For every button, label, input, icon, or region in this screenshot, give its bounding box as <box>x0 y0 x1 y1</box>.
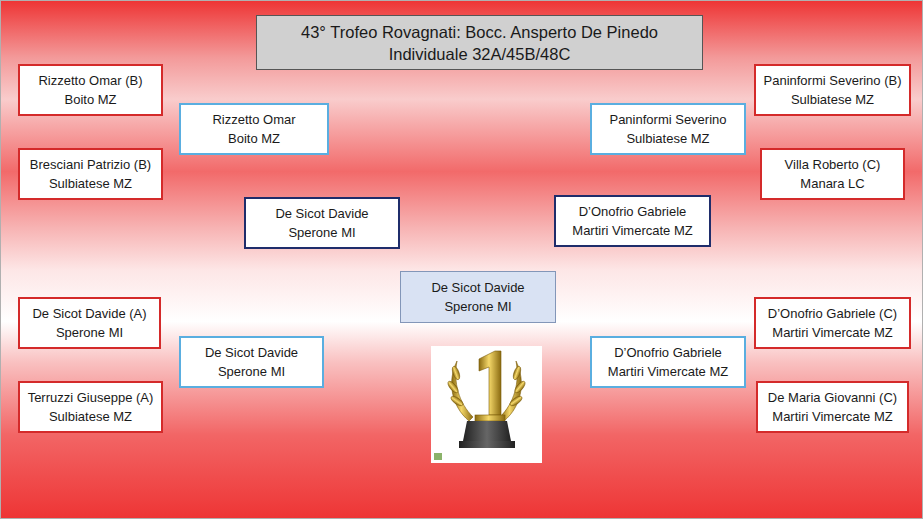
player-box: Villa Roberto (C)Manara LC <box>760 148 905 200</box>
player-name: De Maria Giovanni (C) <box>768 388 897 407</box>
club-name: Sulbiatese MZ <box>49 407 132 426</box>
player-name: Rizzetto Omar (B) <box>38 71 142 90</box>
club-name: Boito MZ <box>228 129 280 148</box>
title-text: 43° Trofeo Rovagnati: Bocc. Ansperto De … <box>297 21 662 65</box>
player-box: Paninformi Severino (B)Sulbiatese MZ <box>754 64 911 116</box>
player-name: D’Onofrio Gabriele <box>614 343 722 362</box>
player-name: De Sicot Davide <box>275 204 368 223</box>
player-name: Terruzzi Giuseppe (A) <box>28 388 154 407</box>
player-box: Terruzzi Giuseppe (A)Sulbiatese MZ <box>18 381 163 433</box>
club-name: Sperone MI <box>288 223 355 242</box>
semifinal-box: D’Onofrio GabrieleMartiri Vimercate MZ <box>554 195 711 247</box>
player-name: De Sicot Davide (A) <box>32 304 146 323</box>
club-name: Boito MZ <box>64 90 116 109</box>
club-name: Sulbiatese MZ <box>791 90 874 109</box>
player-box: De Maria Giovanni (C)Martiri Vimercate M… <box>756 381 909 433</box>
player-box: De Sicot Davide (A)Sperone MI <box>18 297 161 349</box>
player-name: Rizzetto Omar <box>212 110 295 129</box>
winner-box: Rizzetto OmarBoito MZ <box>179 103 329 155</box>
champion-box: De Sicot DavideSperone MI <box>400 271 556 323</box>
winner-box: De Sicot DavideSperone MI <box>179 336 324 388</box>
semifinal-box: De Sicot DavideSperone MI <box>244 197 400 249</box>
player-name: Paninformi Severino <box>609 110 726 129</box>
player-name: Villa Roberto (C) <box>785 155 881 174</box>
club-name: Sperone MI <box>56 323 123 342</box>
player-box: Rizzetto Omar (B)Boito MZ <box>18 64 163 116</box>
club-name: Manara LC <box>800 174 864 193</box>
player-name: De Sicot Davide <box>205 343 298 362</box>
player-name: D’Onofrio Gabriele (C) <box>768 304 897 323</box>
club-name: Martiri Vimercate MZ <box>608 362 728 381</box>
title-box: 43° Trofeo Rovagnati: Bocc. Ansperto De … <box>256 15 703 70</box>
club-name: Martiri Vimercate MZ <box>572 221 692 240</box>
club-name: Sperone MI <box>444 297 511 316</box>
club-name: Sulbiatese MZ <box>626 129 709 148</box>
club-name: Martiri Vimercate MZ <box>772 323 892 342</box>
player-name: Paninformi Severino (B) <box>764 71 902 90</box>
player-name: Bresciani Patrizio (B) <box>30 155 151 174</box>
club-name: Martiri Vimercate MZ <box>772 407 892 426</box>
club-name: Sulbiatese MZ <box>49 174 132 193</box>
player-name: De Sicot Davide <box>431 278 524 297</box>
player-box: Bresciani Patrizio (B)Sulbiatese MZ <box>18 148 163 200</box>
club-name: Sperone MI <box>218 362 285 381</box>
player-box: D’Onofrio Gabriele (C)Martiri Vimercate … <box>754 297 911 349</box>
winner-box: Paninformi SeverinoSulbiatese MZ <box>590 103 746 155</box>
player-name: D’Onofrio Gabriele <box>579 202 687 221</box>
winner-box: D’Onofrio GabrieleMartiri Vimercate MZ <box>590 336 746 388</box>
